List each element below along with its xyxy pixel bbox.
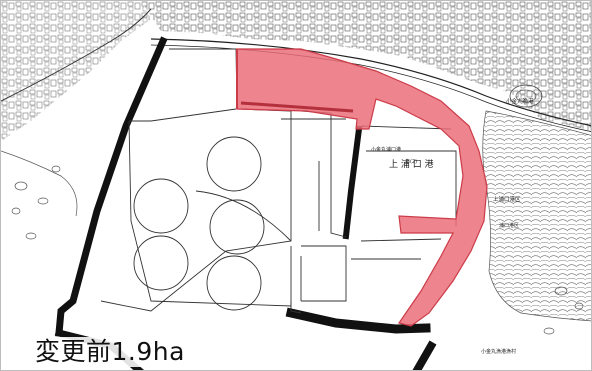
highlighted-area [236,48,488,327]
map-annotations: 上 浦 口 港 ホ(2) 小金丸漁港 上浦口港区 浦口港区 小金丸浦口港 小金丸… [371,97,534,355]
small-label-3: 上浦口港区 [493,195,521,203]
small-label-4: 浦口港区 [499,222,519,229]
small-label-2: 小金丸漁港 [506,97,534,105]
area-label: 上 浦 口 港 [389,158,434,170]
left-coast [1,150,584,335]
small-label-6: 小金丸漁港漁村 [481,348,516,355]
hill-terrain [482,84,591,322]
small-label-5: 小金丸浦口港 [371,146,401,153]
area-caption: 変更前1.9ha [31,337,189,367]
small-label-1: ホ(2) [405,159,417,165]
town-area [1,1,591,141]
